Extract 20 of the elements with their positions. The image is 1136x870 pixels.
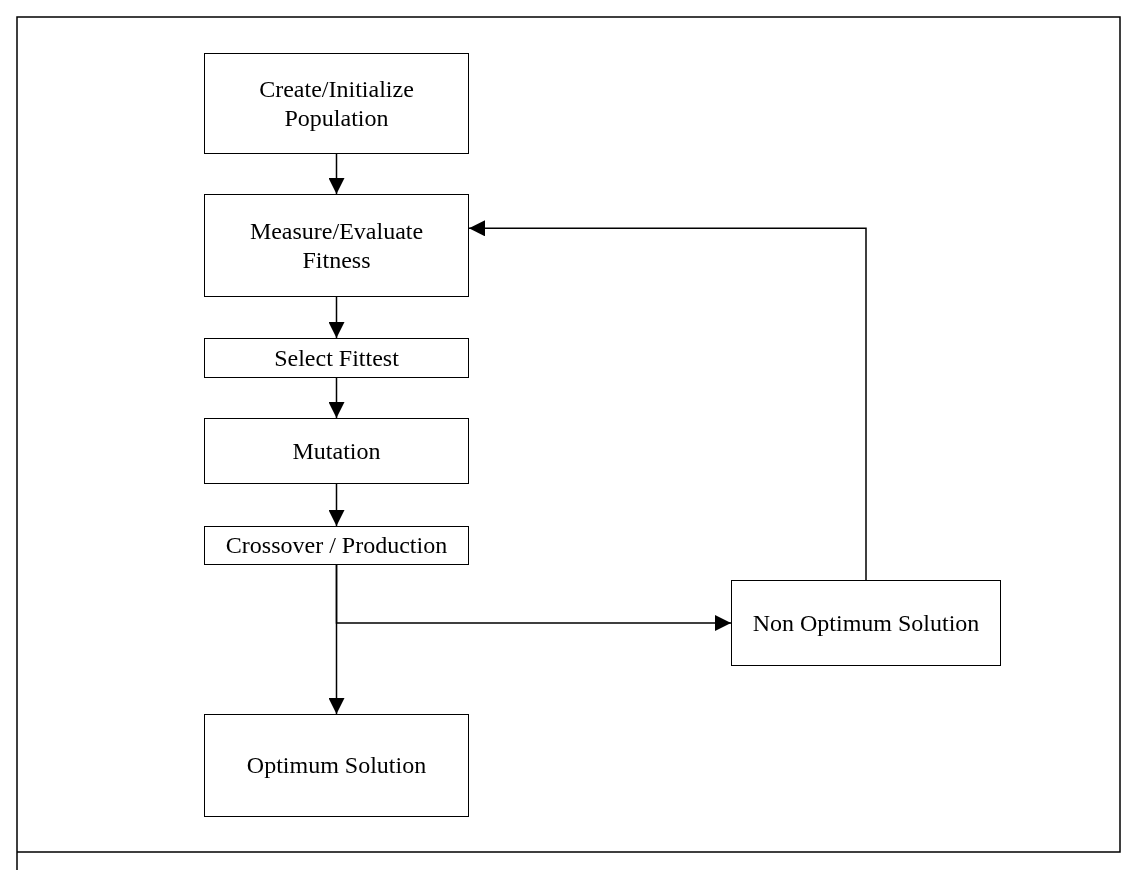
arrow [328, 377, 345, 419]
process-box [204, 338, 469, 378]
box-label: Crossover / Production [224, 531, 449, 560]
arrow [328, 483, 345, 527]
arrow [335, 564, 732, 631]
box-label: Measure/Evaluate Fitness [248, 216, 425, 275]
process-box [204, 194, 469, 297]
process-box [204, 418, 469, 484]
process-box [204, 53, 469, 154]
box-label: Create/Initialize Population [258, 74, 415, 133]
process-box [204, 714, 469, 817]
process-box [204, 526, 469, 565]
process-box [731, 580, 1001, 666]
box-label: Mutation [291, 436, 382, 466]
arrow [328, 153, 345, 195]
box-label: Non Optimum Solution [751, 608, 981, 638]
box-label: Select Fittest [273, 343, 400, 373]
box-label: Optimum Solution [245, 751, 428, 780]
arrow [328, 296, 345, 339]
arrow [468, 220, 867, 581]
